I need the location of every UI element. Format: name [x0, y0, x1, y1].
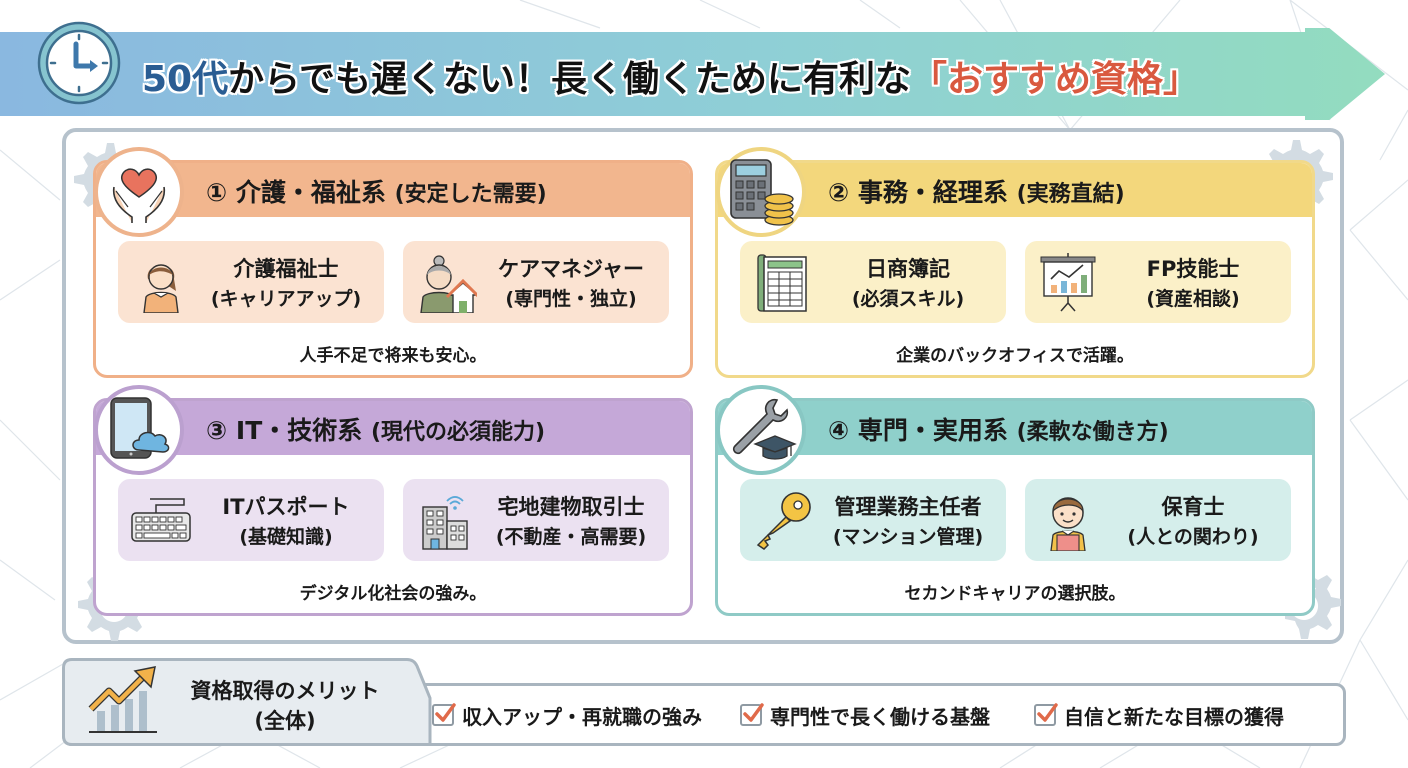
- card-title: ③ IT・技術系 (現代の必須能力): [206, 411, 545, 447]
- banner-arrow-shape: [0, 28, 1385, 120]
- calculator-coins-icon: [730, 159, 794, 226]
- qualification-name: FP技能士: [1146, 257, 1240, 281]
- elderly-home-icon: [420, 255, 477, 313]
- category-subtitle: (実務直結): [1016, 182, 1125, 207]
- qualification-note: (マンション管理): [832, 526, 984, 548]
- category-title: IT・技術系: [235, 416, 363, 445]
- card-header: [96, 401, 690, 455]
- card-title: ② 事務・経理系 (実務直結): [828, 173, 1125, 209]
- qualification-item[interactable]: ITパスポート (基礎知識): [118, 479, 384, 561]
- merit-text: 専門性で長く働ける基盤: [770, 704, 990, 729]
- clock-icon: [37, 21, 121, 105]
- category-badge: [94, 385, 184, 475]
- category-number: ④: [828, 416, 850, 445]
- category-card-care-welfare: ① 介護・福祉系 (安定した需要) 介護福祉士 (キャリアアップ) ケアマネジャ…: [93, 147, 693, 378]
- page-title: 50代からでも遅くない！長く働くために有利な「おすすめ資格」: [142, 50, 1199, 100]
- qualification-note: (人との関わり): [1127, 526, 1259, 548]
- category-card-it-technology: ③ IT・技術系 (現代の必須能力) ITパスポート (基礎知識) 宅地建物取引…: [93, 385, 693, 616]
- merit-item: 専門性で長く働ける基盤: [740, 700, 990, 730]
- child-icon: [1050, 497, 1086, 551]
- wrench-gradcap-icon: [732, 398, 797, 460]
- card-title: ① 介護・福祉系 (安定した需要): [206, 173, 547, 209]
- qualification-item[interactable]: ケアマネジャー (専門性・独立): [403, 241, 669, 323]
- presentation-chart-icon: [1040, 253, 1096, 312]
- qualification-item[interactable]: 日商簿記 (必須スキル): [740, 241, 1006, 323]
- qualification-item[interactable]: FP技能士 (資産相談): [1025, 241, 1291, 323]
- tablet-cloud-icon: [110, 397, 170, 459]
- merits-label: 資格取得のメリット (全体): [170, 676, 400, 736]
- hands-heart-icon: [112, 168, 166, 223]
- qualification-item[interactable]: 介護福祉士 (キャリアアップ): [118, 241, 384, 323]
- title-highlight-age: 50代: [142, 59, 229, 100]
- qualification-note: (基礎知識): [239, 526, 333, 548]
- qualification-name: ITパスポート: [222, 495, 350, 519]
- category-title: 事務・経理系: [857, 178, 1008, 207]
- gear-decoration-icon: [1285, 566, 1341, 639]
- checkbox-checked-icon: [432, 703, 456, 726]
- qualification-note: (不動産・高需要): [495, 526, 647, 548]
- qualification-note: (専門性・独立): [505, 288, 637, 310]
- ledger-icon: [757, 254, 807, 312]
- card-title: ④ 専門・実用系 (柔軟な働き方): [828, 411, 1169, 447]
- merits-label-subtitle: (全体): [254, 709, 316, 733]
- card-header: [96, 163, 690, 217]
- qualification-name: 保育士: [1161, 495, 1225, 519]
- category-subtitle: (現代の必須能力): [370, 420, 546, 445]
- category-card-specialist-practical: ④ 専門・実用系 (柔軟な働き方) 管理業務主任者 (マンション管理) 保育士 …: [715, 385, 1315, 616]
- growth-chart-icon: [88, 666, 157, 733]
- checkbox-checked-icon: [1034, 703, 1058, 726]
- card-header: [718, 163, 1312, 217]
- merit-text: 収入アップ・再就職の強み: [462, 704, 702, 729]
- qualification-note: (必須スキル): [851, 288, 965, 310]
- category-card-office-accounting: ② 事務・経理系 (実務直結) 日商簿記 (必須スキル) FP技能士 (資産相談…: [715, 147, 1315, 378]
- card-footer-text: セカンドキャリアの選択肢。: [904, 584, 1126, 604]
- category-subtitle: (柔軟な働き方): [1016, 420, 1169, 445]
- key-icon: [756, 492, 811, 550]
- category-badge: [716, 147, 806, 237]
- category-title: 介護・福祉系: [235, 178, 386, 207]
- title-main-text: からでも遅くない！長く働くために有利な: [228, 59, 912, 100]
- title-highlight-recommended: 「おすすめ資格」: [911, 59, 1200, 100]
- category-number: ③: [206, 416, 228, 445]
- category-number: ②: [828, 178, 850, 207]
- merit-item: 自信と新たな目標の獲得: [1034, 700, 1284, 730]
- keyboard-icon: [131, 498, 191, 542]
- merit-text: 自信と新たな目標の獲得: [1064, 704, 1284, 729]
- title-banner: 50代からでも遅くない！長く働くために有利な「おすすめ資格」: [0, 28, 1385, 120]
- qualification-name: 日商簿記: [866, 257, 950, 281]
- category-subtitle: (安定した需要): [394, 182, 547, 207]
- card-header: [718, 401, 1312, 455]
- qualification-item[interactable]: 管理業務主任者 (マンション管理): [740, 479, 1006, 561]
- qualification-name: 宅地建物取引士: [497, 495, 645, 519]
- checkbox-checked-icon: [740, 703, 764, 726]
- qualification-name: 介護福祉士: [233, 257, 339, 281]
- qualification-name: ケアマネジャー: [498, 257, 644, 281]
- category-badge: [94, 147, 184, 237]
- category-badge: [716, 385, 806, 475]
- card-footer-text: 企業のバックオフィスで活躍。: [896, 346, 1134, 366]
- qualification-name: 管理業務主任者: [834, 495, 982, 519]
- qualification-item[interactable]: 保育士 (人との関わり): [1025, 479, 1291, 561]
- category-number: ①: [206, 178, 228, 207]
- caregiver-icon: [143, 264, 179, 313]
- building-wifi-icon: [422, 496, 468, 550]
- merit-item: 収入アップ・再就職の強み: [432, 700, 702, 730]
- qualification-note: (資産相談): [1146, 288, 1240, 310]
- card-footer-text: 人手不足で将来も安心。: [299, 346, 487, 366]
- merits-label-tab: [62, 658, 432, 746]
- category-title: 専門・実用系: [857, 416, 1008, 445]
- card-footer-text: デジタル化社会の強み。: [299, 584, 487, 604]
- merits-label-title: 資格取得のメリット: [190, 679, 380, 703]
- qualification-note: (キャリアアップ): [210, 288, 362, 310]
- qualification-item[interactable]: 宅地建物取引士 (不動産・高需要): [403, 479, 669, 561]
